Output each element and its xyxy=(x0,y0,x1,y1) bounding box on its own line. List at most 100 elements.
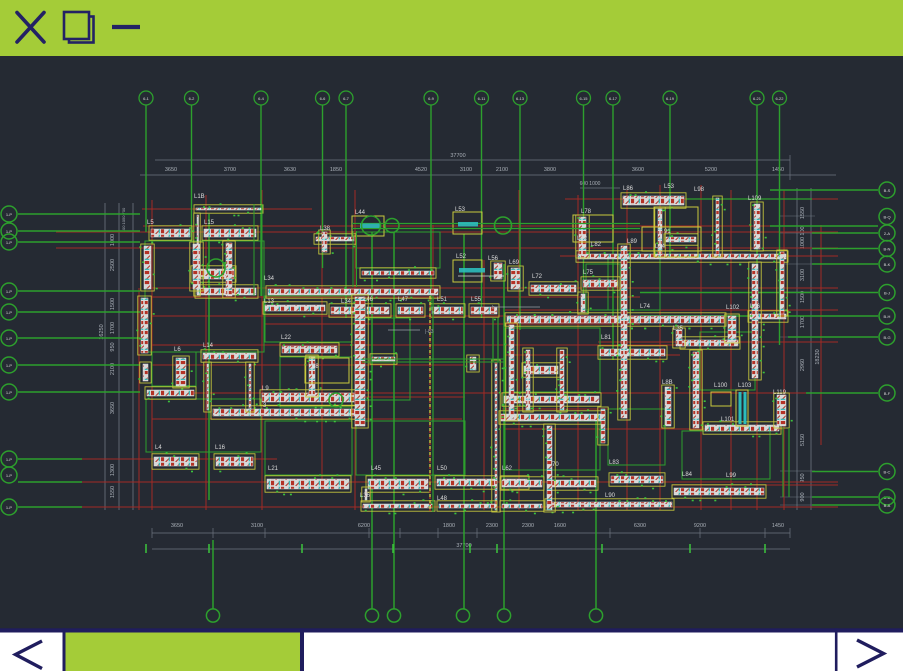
svg-text:1600: 1600 xyxy=(554,523,566,529)
svg-text:L74: L74 xyxy=(640,304,651,310)
svg-text:3100: 3100 xyxy=(251,523,263,529)
svg-text:3630: 3630 xyxy=(284,167,296,173)
svg-text:6-6: 6-6 xyxy=(320,96,327,101)
svg-text:L1B: L1B xyxy=(194,194,205,200)
svg-text:B-G: B-G xyxy=(883,335,890,340)
svg-text:L103: L103 xyxy=(738,383,752,389)
svg-text:L38: L38 xyxy=(320,226,331,232)
svg-text:6200: 6200 xyxy=(358,523,370,529)
svg-text:6-21: 6-21 xyxy=(753,96,762,101)
svg-text:5150: 5150 xyxy=(800,434,806,446)
svg-text:1-P: 1-P xyxy=(6,212,13,217)
svg-text:1-P: 1-P xyxy=(6,457,13,462)
svg-text:6-19: 6-19 xyxy=(666,96,675,101)
svg-text:1000: 1000 xyxy=(800,237,806,249)
svg-text:B-S: B-S xyxy=(884,188,891,193)
svg-text:L48: L48 xyxy=(437,496,448,502)
svg-text:5200: 5200 xyxy=(705,167,717,173)
svg-text:L34: L34 xyxy=(341,299,352,305)
svg-text:3700: 3700 xyxy=(224,167,236,173)
svg-text:L15: L15 xyxy=(204,220,215,226)
svg-text:b: b xyxy=(492,305,495,311)
svg-text:L8: L8 xyxy=(193,255,200,261)
svg-text:2100: 2100 xyxy=(110,363,116,375)
svg-text:L4: L4 xyxy=(155,445,162,451)
svg-text:L21: L21 xyxy=(268,466,279,472)
svg-text:2-A: 2-A xyxy=(884,231,891,236)
svg-text:400 1050 700: 400 1050 700 xyxy=(121,207,126,232)
svg-text:L109: L109 xyxy=(748,196,762,202)
svg-text:6-15: 6-15 xyxy=(579,96,588,101)
svg-text:1-P: 1-P xyxy=(6,363,13,368)
svg-text:3100: 3100 xyxy=(800,269,806,281)
svg-text:2500: 2500 xyxy=(110,259,116,271)
svg-text:L46: L46 xyxy=(363,297,374,303)
svg-text:1-P: 1-P xyxy=(6,473,13,478)
svg-text:1700: 1700 xyxy=(800,316,806,328)
svg-text:L102: L102 xyxy=(726,305,740,311)
svg-text:L84: L84 xyxy=(682,472,693,478)
svg-text:L16: L16 xyxy=(215,445,226,451)
svg-text:1550: 1550 xyxy=(110,486,116,498)
svg-text:3: 3 xyxy=(263,403,267,409)
svg-text:L90: L90 xyxy=(605,493,616,499)
svg-text:100: 100 xyxy=(800,226,806,235)
svg-text:6-11: 6-11 xyxy=(478,96,486,101)
svg-text:L86: L86 xyxy=(623,186,634,192)
svg-text:6-9: 6-9 xyxy=(428,96,435,101)
svg-text:L98: L98 xyxy=(694,187,705,193)
svg-text:70: 70 xyxy=(552,462,559,468)
svg-text:1-P: 1-P xyxy=(6,336,13,341)
svg-text:3100: 3100 xyxy=(460,167,472,173)
svg-text:1300: 1300 xyxy=(110,464,116,476)
svg-text:L89: L89 xyxy=(627,239,638,245)
svg-text:6300: 6300 xyxy=(634,523,646,529)
svg-text:L5: L5 xyxy=(147,220,154,226)
svg-text:L81: L81 xyxy=(601,335,612,341)
svg-text:L44: L44 xyxy=(355,210,366,216)
svg-text:L47: L47 xyxy=(398,297,409,303)
svg-text:1700: 1700 xyxy=(110,322,116,334)
svg-text:1-P: 1-P xyxy=(6,390,13,395)
svg-text:L52: L52 xyxy=(456,254,467,260)
svg-text:B-N: B-N xyxy=(884,247,891,252)
svg-text:3600: 3600 xyxy=(632,167,644,173)
svg-text:9200: 9200 xyxy=(694,523,706,529)
svg-text:L62: L62 xyxy=(502,466,513,472)
svg-text:28: 28 xyxy=(312,364,319,370)
svg-text:L82: L82 xyxy=(591,242,602,248)
svg-text:L53: L53 xyxy=(455,207,466,213)
svg-text:3650: 3650 xyxy=(165,167,177,173)
svg-text:L35: L35 xyxy=(673,326,684,332)
svg-text:L84: L84 xyxy=(655,244,666,250)
svg-text:L78: L78 xyxy=(581,209,592,215)
svg-text:L51: L51 xyxy=(437,297,448,303)
svg-text:L14: L14 xyxy=(203,343,214,349)
svg-text:91: 91 xyxy=(664,229,671,235)
svg-text:|-83: |-83 xyxy=(425,329,434,335)
svg-text:1-P: 1-P xyxy=(6,505,13,510)
svg-text:L119: L119 xyxy=(773,390,787,396)
svg-text:1000: 1000 xyxy=(110,234,116,246)
svg-text:950: 950 xyxy=(110,342,116,351)
svg-text:1800: 1800 xyxy=(443,523,455,529)
svg-text:1850: 1850 xyxy=(330,167,342,173)
svg-text:1550: 1550 xyxy=(800,207,806,219)
svg-text:L13: L13 xyxy=(264,299,275,305)
svg-text:1-P: 1-P xyxy=(6,310,13,315)
svg-text:2300: 2300 xyxy=(486,523,498,529)
svg-text:L55: L55 xyxy=(471,297,482,303)
svg-text:1-P: 1-P xyxy=(6,229,13,234)
svg-text:6-17: 6-17 xyxy=(609,96,618,101)
svg-text:L22: L22 xyxy=(281,335,292,341)
svg-text:37700: 37700 xyxy=(450,153,465,159)
svg-text:2300: 2300 xyxy=(522,523,534,529)
svg-text:L72: L72 xyxy=(532,274,543,280)
svg-text:1-P: 1-P xyxy=(6,240,13,245)
svg-text:950: 950 xyxy=(800,473,806,482)
svg-text:L8B: L8B xyxy=(662,380,673,386)
svg-text:1-P: 1-P xyxy=(6,289,13,294)
svg-text:18230: 18230 xyxy=(815,349,821,364)
svg-text:6-1: 6-1 xyxy=(143,96,150,101)
svg-text:L92: L92 xyxy=(577,236,588,242)
